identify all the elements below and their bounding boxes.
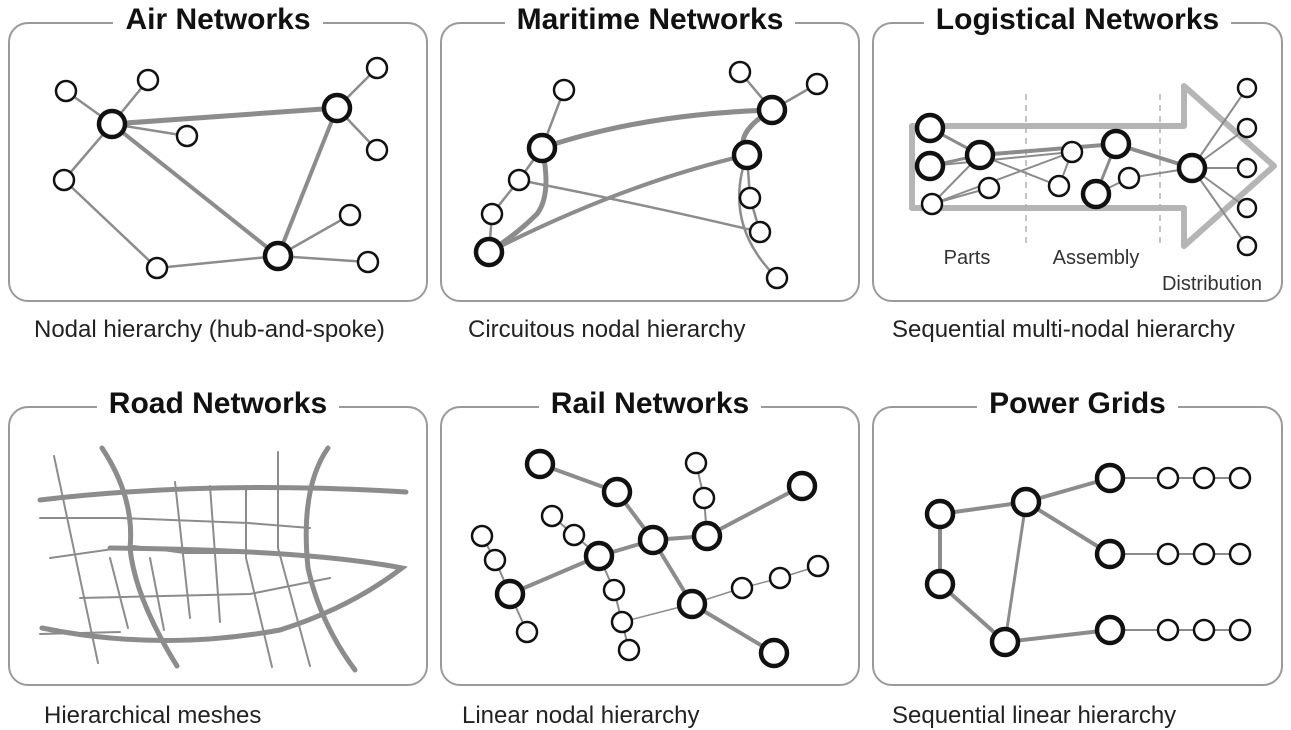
panel-title-text: Power Grids [977,387,1178,420]
panel-maritime-networks: Maritime Networks [440,3,860,302]
panel-title: Rail Networks [442,386,858,427]
logistical-network-diagram: Parts Assembly Distribution [909,77,1277,295]
panel-rail-networks: Rail Networks [440,387,860,686]
panel-title: Road Networks [10,386,426,427]
panel-logistical-networks: Logistical Networks [872,3,1283,302]
panel-title-text: Logistical Networks [923,3,1232,36]
panel-power-grids: Power Grids [872,387,1283,686]
stage-label-parts: Parts [944,247,991,269]
panel-title-text: Maritime Networks [504,3,796,36]
panel-title: Maritime Networks [442,2,858,43]
road-network-diagram [37,445,409,673]
air-network-diagram [52,56,389,280]
panel-caption: Sequential linear hierarchy [892,702,1177,729]
panel-title-text: Road Networks [96,387,340,420]
panel-title: Logistical Networks [874,2,1281,43]
rail-network-diagram [470,448,830,669]
panel-title-text: Air Networks [113,3,323,36]
panel-title: Power Grids [874,386,1281,427]
stage-label-distribution: Distribution [1162,273,1262,295]
panel-caption: Sequential multi-nodal hierarchy [892,316,1235,343]
power-grid-diagram [924,462,1252,658]
panel-air-networks: Air Networks [8,3,428,302]
stage-label-assembly: Assembly [1053,247,1140,269]
panel-road-networks: Road Networks [8,387,428,686]
panel-caption: Circuitous nodal hierarchy [468,316,746,343]
flow-arrow [909,83,1277,249]
panel-caption: Linear nodal hierarchy [462,702,700,729]
panel-title: Air Networks [10,2,426,43]
panel-caption: Hierarchical meshes [44,702,262,729]
panel-caption: Nodal hierarchy (hub-and-spoke) [34,316,385,343]
panel-title-text: Rail Networks [538,387,762,420]
maritime-network-diagram [473,60,829,290]
